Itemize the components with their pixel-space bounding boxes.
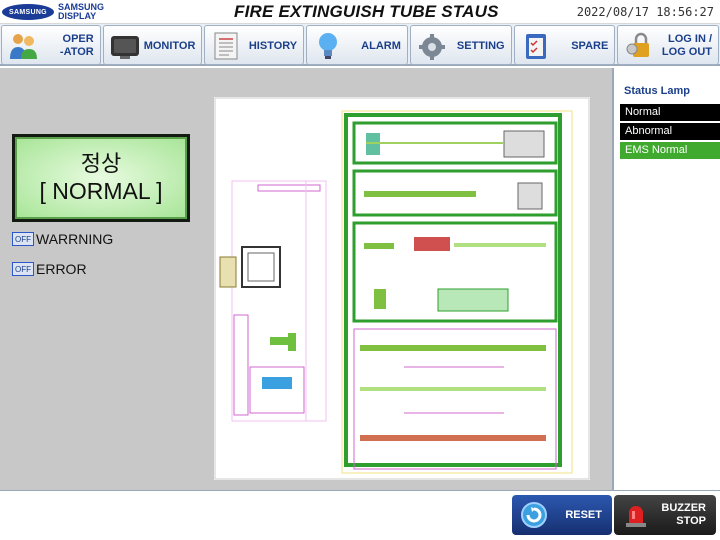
reset-button[interactable]: RESET: [512, 495, 612, 535]
lightbulb-icon: [319, 33, 338, 59]
monitor-button[interactable]: MONITOR: [102, 25, 203, 65]
status-display: 정상 [ NORMAL ]: [15, 137, 187, 219]
alarm-button[interactable]: ALARM: [306, 25, 408, 65]
reset-icon: [521, 502, 547, 528]
warning-flag: OFF WARRNING: [12, 231, 113, 247]
operator-label: OPER -ATOR: [59, 33, 94, 58]
status-lamp-title: Status Lamp: [624, 85, 691, 97]
status-korean: 정상: [80, 152, 122, 177]
datetime-display: 2022/08/17 18:56:27: [576, 5, 714, 19]
siren-icon: [626, 506, 646, 527]
key-lock-icon: [626, 32, 650, 57]
error-label: ERROR: [36, 261, 87, 277]
lamp-abnormal: Abnormal: [620, 123, 720, 140]
company-logo: SAMSUNG SAMSUNG DISPLAY: [2, 3, 104, 21]
error-flag: OFF ERROR: [12, 261, 87, 277]
logo-text: SAMSUNG DISPLAY: [58, 3, 104, 21]
history-label: HISTORY: [248, 39, 298, 52]
alarm-label: ALARM: [361, 39, 401, 52]
main-content: 정상 [ NORMAL ] OFF WARRNING OFF ERROR: [0, 68, 612, 490]
status-english: [ NORMAL ]: [39, 178, 163, 204]
operator-button[interactable]: OPER -ATOR: [1, 25, 101, 65]
lamp-normal: Normal: [620, 104, 720, 121]
warning-off-badge: OFF: [12, 232, 34, 246]
schematic-diagram: [214, 97, 590, 480]
page-title: FIRE EXTINGUISH TUBE STAUS: [234, 2, 499, 21]
spare-button[interactable]: SPARE: [513, 25, 616, 65]
monitor-label: MONITOR: [143, 39, 196, 52]
main-navigation: OPER -ATOR MONITOR HISTORY ALARM: [0, 24, 720, 66]
operator-icon: [10, 34, 37, 59]
title-bar: SAMSUNG SAMSUNG DISPLAY FIRE EXTINGUISH …: [0, 0, 720, 24]
warning-label: WARRNING: [36, 231, 114, 247]
login-logout-label: LOG IN / LOG OUT: [661, 33, 713, 58]
logo-line-2: DISPLAY: [58, 11, 97, 21]
error-off-badge: OFF: [12, 262, 34, 276]
buzzer-stop-button[interactable]: BUZZER STOP: [614, 495, 716, 535]
login-logout-button[interactable]: LOG IN / LOG OUT: [617, 25, 720, 65]
buzzer-stop-label: BUZZER STOP: [661, 502, 706, 527]
history-icon: [214, 32, 238, 60]
monitor-icon: [110, 36, 139, 59]
status-indicator: 정상 [ NORMAL ]: [12, 134, 190, 222]
status-lamp-panel: Status Lamp Normal Abnormal EMS Normal: [612, 68, 720, 490]
setting-label: SETTING: [456, 39, 505, 52]
lamp-ems-normal: EMS Normal: [620, 142, 720, 159]
samsung-logo-oval: SAMSUNG: [2, 4, 54, 20]
reset-label: RESET: [565, 508, 602, 521]
gear-icon: [418, 34, 445, 60]
checklist-icon: [525, 34, 546, 59]
spare-label: SPARE: [571, 39, 609, 52]
history-button[interactable]: HISTORY: [204, 25, 305, 65]
footer-bar: RESET BUZZER STOP: [0, 490, 720, 540]
setting-button[interactable]: SETTING: [409, 25, 512, 65]
cabinet-layout-drawing: [214, 97, 590, 480]
logo-line-1: SAMSUNG: [58, 2, 105, 12]
